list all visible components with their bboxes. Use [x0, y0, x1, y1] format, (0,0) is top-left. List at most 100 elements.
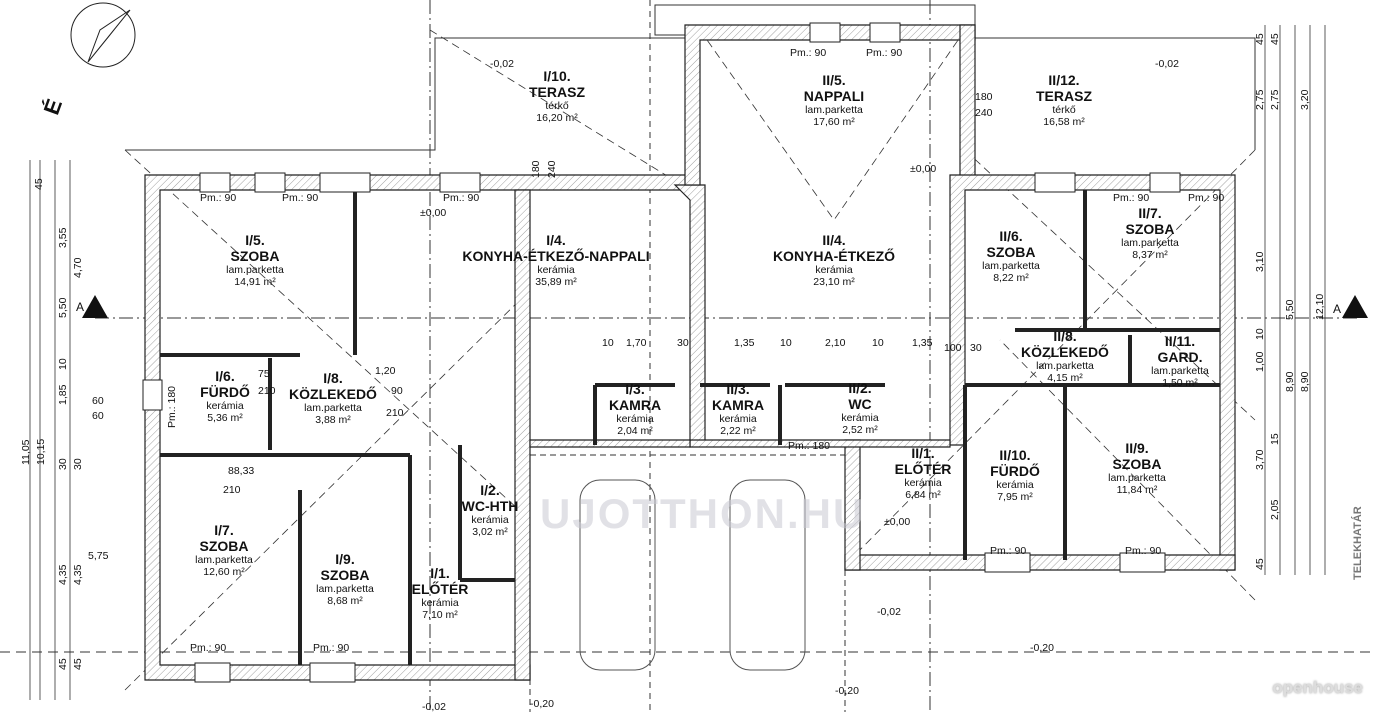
dimension-label: 2,05 — [1269, 499, 1281, 520]
plan-annotation: Pm.: 90 — [990, 545, 1027, 557]
plan-annotation: 1,20 — [375, 365, 396, 377]
room-floor: kerámia — [996, 479, 1034, 492]
plan-annotation: Pm.: 90 — [866, 47, 903, 59]
plan-annotation: A — [1333, 302, 1342, 316]
room-floor: térkő — [1052, 104, 1076, 117]
room-id: II/4. — [822, 232, 846, 248]
plan-annotation: 180 — [530, 160, 542, 178]
room-floor: kerámia — [719, 413, 757, 426]
room-name: TERASZ — [1036, 88, 1092, 105]
room-name: KÖZLEKEDŐ — [289, 386, 377, 403]
plan-annotation: Pm.: 180 — [788, 440, 831, 452]
room-name: SZOBA — [1125, 221, 1175, 238]
plan-annotation: ±0,00 — [910, 163, 937, 175]
room-name: FÜRDŐ — [990, 463, 1040, 480]
plan-annotation: -0,02 — [877, 606, 901, 618]
plan-annotation: -0,20 — [1030, 642, 1054, 654]
plan-annotation: 1,70 — [626, 337, 647, 349]
room-floor: lam.parketta — [1036, 360, 1094, 373]
room-floor: lam.parketta — [982, 260, 1040, 273]
room-id: I/2. — [480, 482, 500, 498]
room-id: I/9. — [335, 551, 355, 567]
dimension-label: 3,10 — [1254, 251, 1266, 272]
room-name: NAPPALI — [803, 88, 865, 105]
plan-annotation: Pm.: 90 — [282, 192, 319, 204]
room-area: 11,84 m² — [1116, 484, 1158, 497]
plan-annotation: 30 — [970, 342, 982, 354]
plan-annotation: 210 — [386, 407, 404, 419]
plan-annotation: -0,02 — [490, 58, 514, 70]
dimension-label: 12,10 — [1314, 293, 1326, 320]
room-floor: lam.parketta — [805, 104, 863, 117]
dimension-label: 30 — [57, 458, 69, 470]
north-arrow-icon — [70, 2, 136, 68]
room-id: II/2. — [848, 380, 872, 396]
plan-annotation: Pm.: 90 — [1125, 545, 1162, 557]
room-area: 4,15 m² — [1047, 372, 1083, 385]
room-area: 2,22 m² — [720, 425, 756, 438]
car-outlines — [579, 479, 806, 671]
plan-annotation: -0,02 — [422, 701, 446, 712]
room-name: ELŐTÉR — [411, 581, 469, 598]
room-area: 16,58 m² — [1043, 116, 1085, 129]
dimension-label: 45 — [1254, 558, 1266, 570]
room-floor: kerámia — [537, 264, 575, 277]
plan-annotation: -0,02 — [1155, 58, 1179, 70]
dimension-label: 10 — [1254, 328, 1266, 340]
room-name: SZOBA — [1112, 456, 1162, 473]
room-id: II/1. — [911, 445, 935, 461]
dimension-label: 4,35 — [72, 564, 84, 585]
room-name: ELŐTÉR — [894, 461, 952, 478]
plan-annotation: 210 — [223, 484, 241, 496]
room-id: II/7. — [1138, 205, 1162, 221]
room-id: I/6. — [215, 368, 235, 384]
room-name: KÖZLEKEDŐ — [1021, 344, 1109, 361]
room-name: WC-HTH — [461, 498, 519, 515]
room-area: 8,22 m² — [993, 272, 1029, 285]
boundary-label: TELEKHATÁR — [1352, 506, 1364, 580]
dimension-label: 1,00 — [1254, 351, 1266, 372]
plan-annotation: Pm.: 90 — [190, 642, 227, 654]
dimension-label: 8,90 — [1284, 371, 1296, 392]
room-area: 7,10 m² — [422, 609, 458, 622]
room-floor: lam.parketta — [1151, 365, 1209, 378]
room-area: 1,50 m² — [1162, 377, 1198, 390]
room-area: 12,60 m² — [203, 566, 245, 579]
room-floor: kerámia — [841, 412, 879, 425]
plan-annotation: -0,20 — [835, 685, 859, 697]
plan-annotation: Pm.: 90 — [313, 642, 350, 654]
dimension-lines — [29, 25, 1326, 700]
plan-annotation: 240 — [975, 107, 993, 119]
plan-annotation: Pm.: 90 — [443, 192, 480, 204]
openhouse-logo: openhouse — [1272, 678, 1363, 697]
room-name: SZOBA — [230, 248, 280, 265]
room-area: 3,02 m² — [472, 526, 508, 539]
room-area: 23,10 m² — [813, 276, 855, 289]
dimension-label: 60 — [92, 410, 104, 422]
plan-annotation: 180 — [975, 91, 993, 103]
room-name: KONYHA-ÉTKEZŐ-NAPPALI — [462, 248, 650, 265]
room-floor: kerámia — [471, 514, 509, 527]
dimension-label: 2,75 — [1269, 89, 1281, 110]
room-floor: lam.parketta — [195, 554, 253, 567]
room-floor: kerámia — [815, 264, 853, 277]
room-area: 14,91 m² — [234, 276, 276, 289]
dimension-label: 8,90 — [1299, 371, 1311, 392]
room-name: KAMRA — [711, 397, 765, 414]
plan-annotation: Pm.: 90 — [200, 192, 237, 204]
room-id: I/4. — [546, 232, 566, 248]
room-name: TERASZ — [529, 84, 585, 101]
room-name: KONYHA-ÉTKEZŐ — [772, 248, 896, 265]
plan-annotation: 10 — [780, 337, 792, 349]
